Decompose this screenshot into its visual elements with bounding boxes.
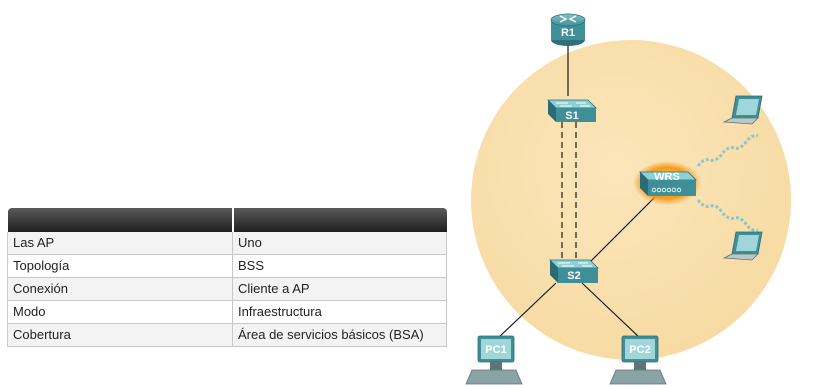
router-r1: R1 bbox=[550, 13, 586, 46]
row-value: Infraestructura bbox=[232, 300, 447, 324]
bsa-coverage-area bbox=[471, 40, 791, 360]
row-value: Uno bbox=[232, 232, 447, 255]
row-key: Las AP bbox=[7, 232, 233, 255]
switch-s1: S1 bbox=[547, 99, 597, 122]
bss-topology-diagram: R1 S1 S2 WRS bbox=[465, 13, 791, 385]
row-key: Modo bbox=[7, 300, 233, 324]
row-value: BSS bbox=[232, 254, 447, 278]
table-header-row bbox=[7, 208, 447, 232]
table-header-cell bbox=[232, 208, 447, 232]
router-arrows-icon bbox=[559, 15, 577, 23]
router-label: R1 bbox=[561, 27, 575, 39]
table-row: Las AP Uno bbox=[7, 232, 447, 255]
wireless-signal-laptop-upper bbox=[696, 134, 759, 167]
table-row: Topología BSS bbox=[7, 254, 447, 278]
pc2-label: PC2 bbox=[629, 344, 650, 356]
pc2: PC2 bbox=[609, 335, 667, 385]
table-header-cell bbox=[7, 208, 234, 232]
table-row: Cobertura Área de servicios básicos (BSA… bbox=[7, 323, 447, 347]
pc1-label: PC1 bbox=[485, 344, 506, 356]
wireless-signal-laptop-lower bbox=[696, 199, 759, 232]
table-row: Modo Infraestructura bbox=[7, 300, 447, 324]
row-value: Área de servicios básicos (BSA) bbox=[232, 323, 447, 347]
wrs-port-dots bbox=[651, 187, 682, 193]
switch-s2: S2 bbox=[549, 259, 599, 283]
table-row: Conexión Cliente a AP bbox=[7, 277, 447, 301]
link-s2-pc1 bbox=[497, 282, 557, 339]
row-value: Cliente a AP bbox=[232, 277, 447, 301]
link-s2-pc2 bbox=[581, 282, 641, 339]
network-links bbox=[497, 38, 663, 339]
laptop-upper bbox=[722, 95, 763, 125]
wireless-signals bbox=[696, 134, 759, 232]
row-key: Topología bbox=[7, 254, 233, 278]
row-key: Conexión bbox=[7, 277, 233, 301]
wrs-label: WRS bbox=[654, 171, 680, 183]
link-s2-wrs bbox=[587, 189, 663, 265]
switch2-label: S2 bbox=[567, 270, 580, 282]
pc1: PC1 bbox=[465, 335, 523, 385]
laptop-lower bbox=[722, 231, 763, 261]
wireless-router-wrs: WRS bbox=[633, 161, 701, 205]
bss-characteristics-table: Las AP Uno Topología BSS Conexión Client… bbox=[7, 208, 447, 347]
switch1-label: S1 bbox=[565, 110, 578, 122]
row-key: Cobertura bbox=[7, 323, 233, 347]
